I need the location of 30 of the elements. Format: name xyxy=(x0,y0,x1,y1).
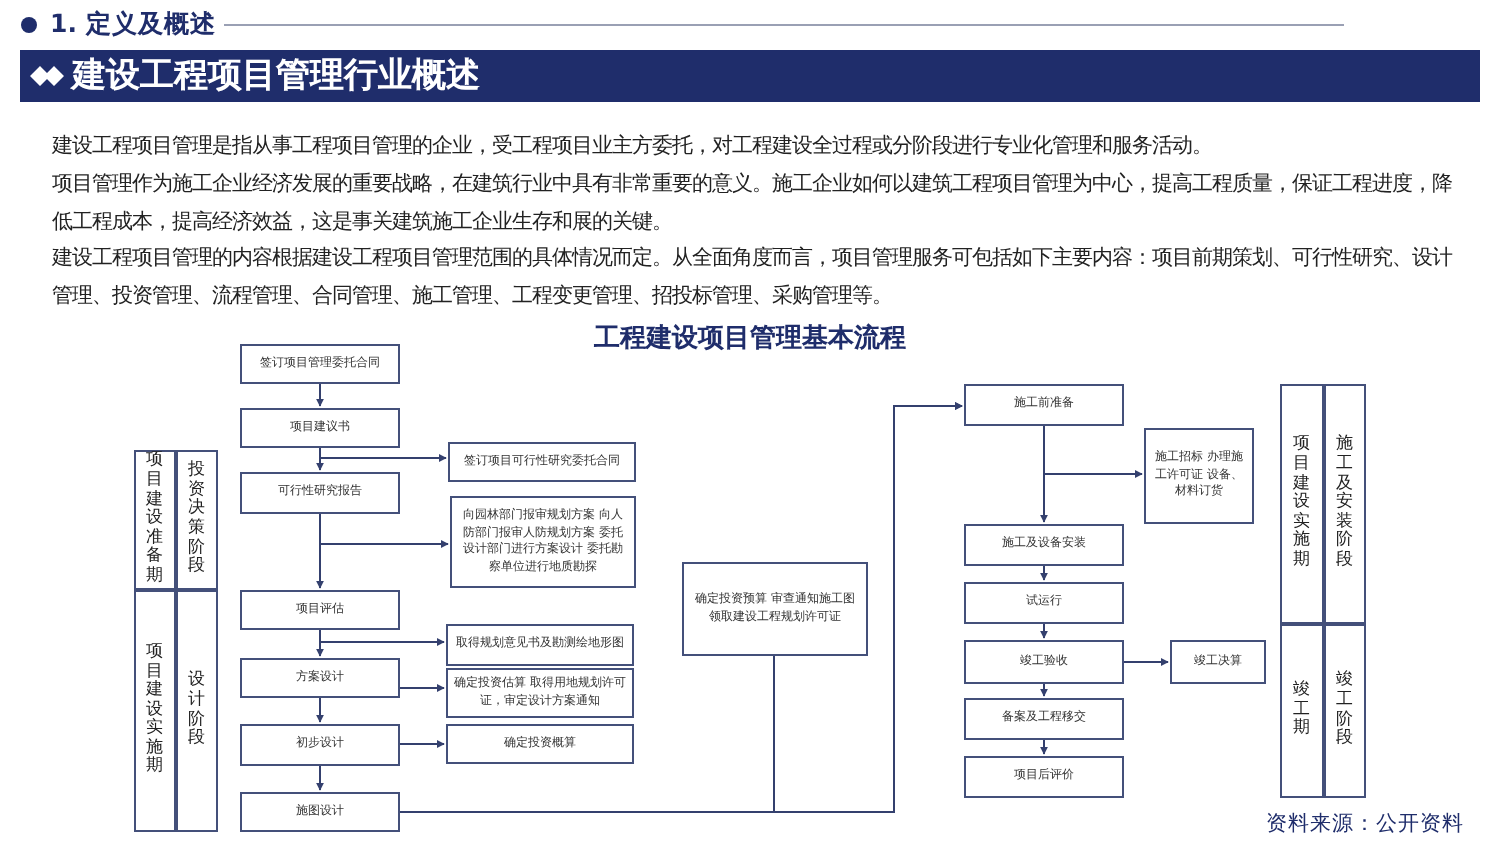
phase-band: 竣工阶段 xyxy=(1324,624,1366,798)
paragraph: 建设工程项目管理是指从事工程项目管理的企业，受工程项目业主方委托，对工程建设全过程或分阶段进行专业化管理和服务活动。 xyxy=(52,132,1214,162)
arrow xyxy=(319,629,445,646)
arrow xyxy=(1123,658,1169,666)
phase-band: 项目建设准备期 xyxy=(134,450,176,590)
arrow xyxy=(316,765,324,791)
phase-band: 投资决策阶段 xyxy=(176,450,218,590)
arrow xyxy=(1040,739,1048,755)
arrow xyxy=(316,383,324,407)
phase-band: 项目建设实施期 xyxy=(134,590,176,832)
arrow xyxy=(316,697,324,723)
section-heading: 1. 定义及概述 xyxy=(50,8,216,42)
source-note: 资料来源：公开资料 xyxy=(1266,810,1464,838)
phase-band: 设计阶段 xyxy=(176,590,218,832)
diagram-title: 工程建设项目管理基本流程 xyxy=(592,321,908,356)
arrow xyxy=(1040,565,1048,581)
arrow xyxy=(319,513,449,548)
phase-band: 施工及安装阶段 xyxy=(1324,384,1366,624)
arrow xyxy=(319,447,447,462)
paragraph: 建设工程项目管理的内容根据建设工程项目管理范围的具体情况而定。从全面角度而言，项目管理服务可包括如下主要内容：项目前期策划、可行性研究、设计管理、投资管理、流程管理、合同管理、施工管理、工程变更管理、招投标管理、采购管理等。 xyxy=(52,244,1455,311)
phase-band: 竣工期 xyxy=(1280,624,1324,798)
paragraph: 项目管理作为施工企业经济发展的重要战略，在建筑行业中具有非常重要的意义。施工企业如何以建筑工程项目管理为中心，提高工程质量，保证工程进度，降低工程成本，提高经济效益，这是事关建筑施工企业生存和展的关键。 xyxy=(52,170,1454,237)
arrow xyxy=(1043,425,1143,478)
phase-band: 项目建设实施期 xyxy=(1280,384,1324,624)
arrow xyxy=(1040,623,1048,639)
arrow xyxy=(1040,683,1048,697)
arrow xyxy=(399,684,445,692)
arrow xyxy=(773,402,963,813)
arrow xyxy=(399,740,445,748)
banner-title: 建设工程项目管理行业概述 xyxy=(72,54,480,98)
